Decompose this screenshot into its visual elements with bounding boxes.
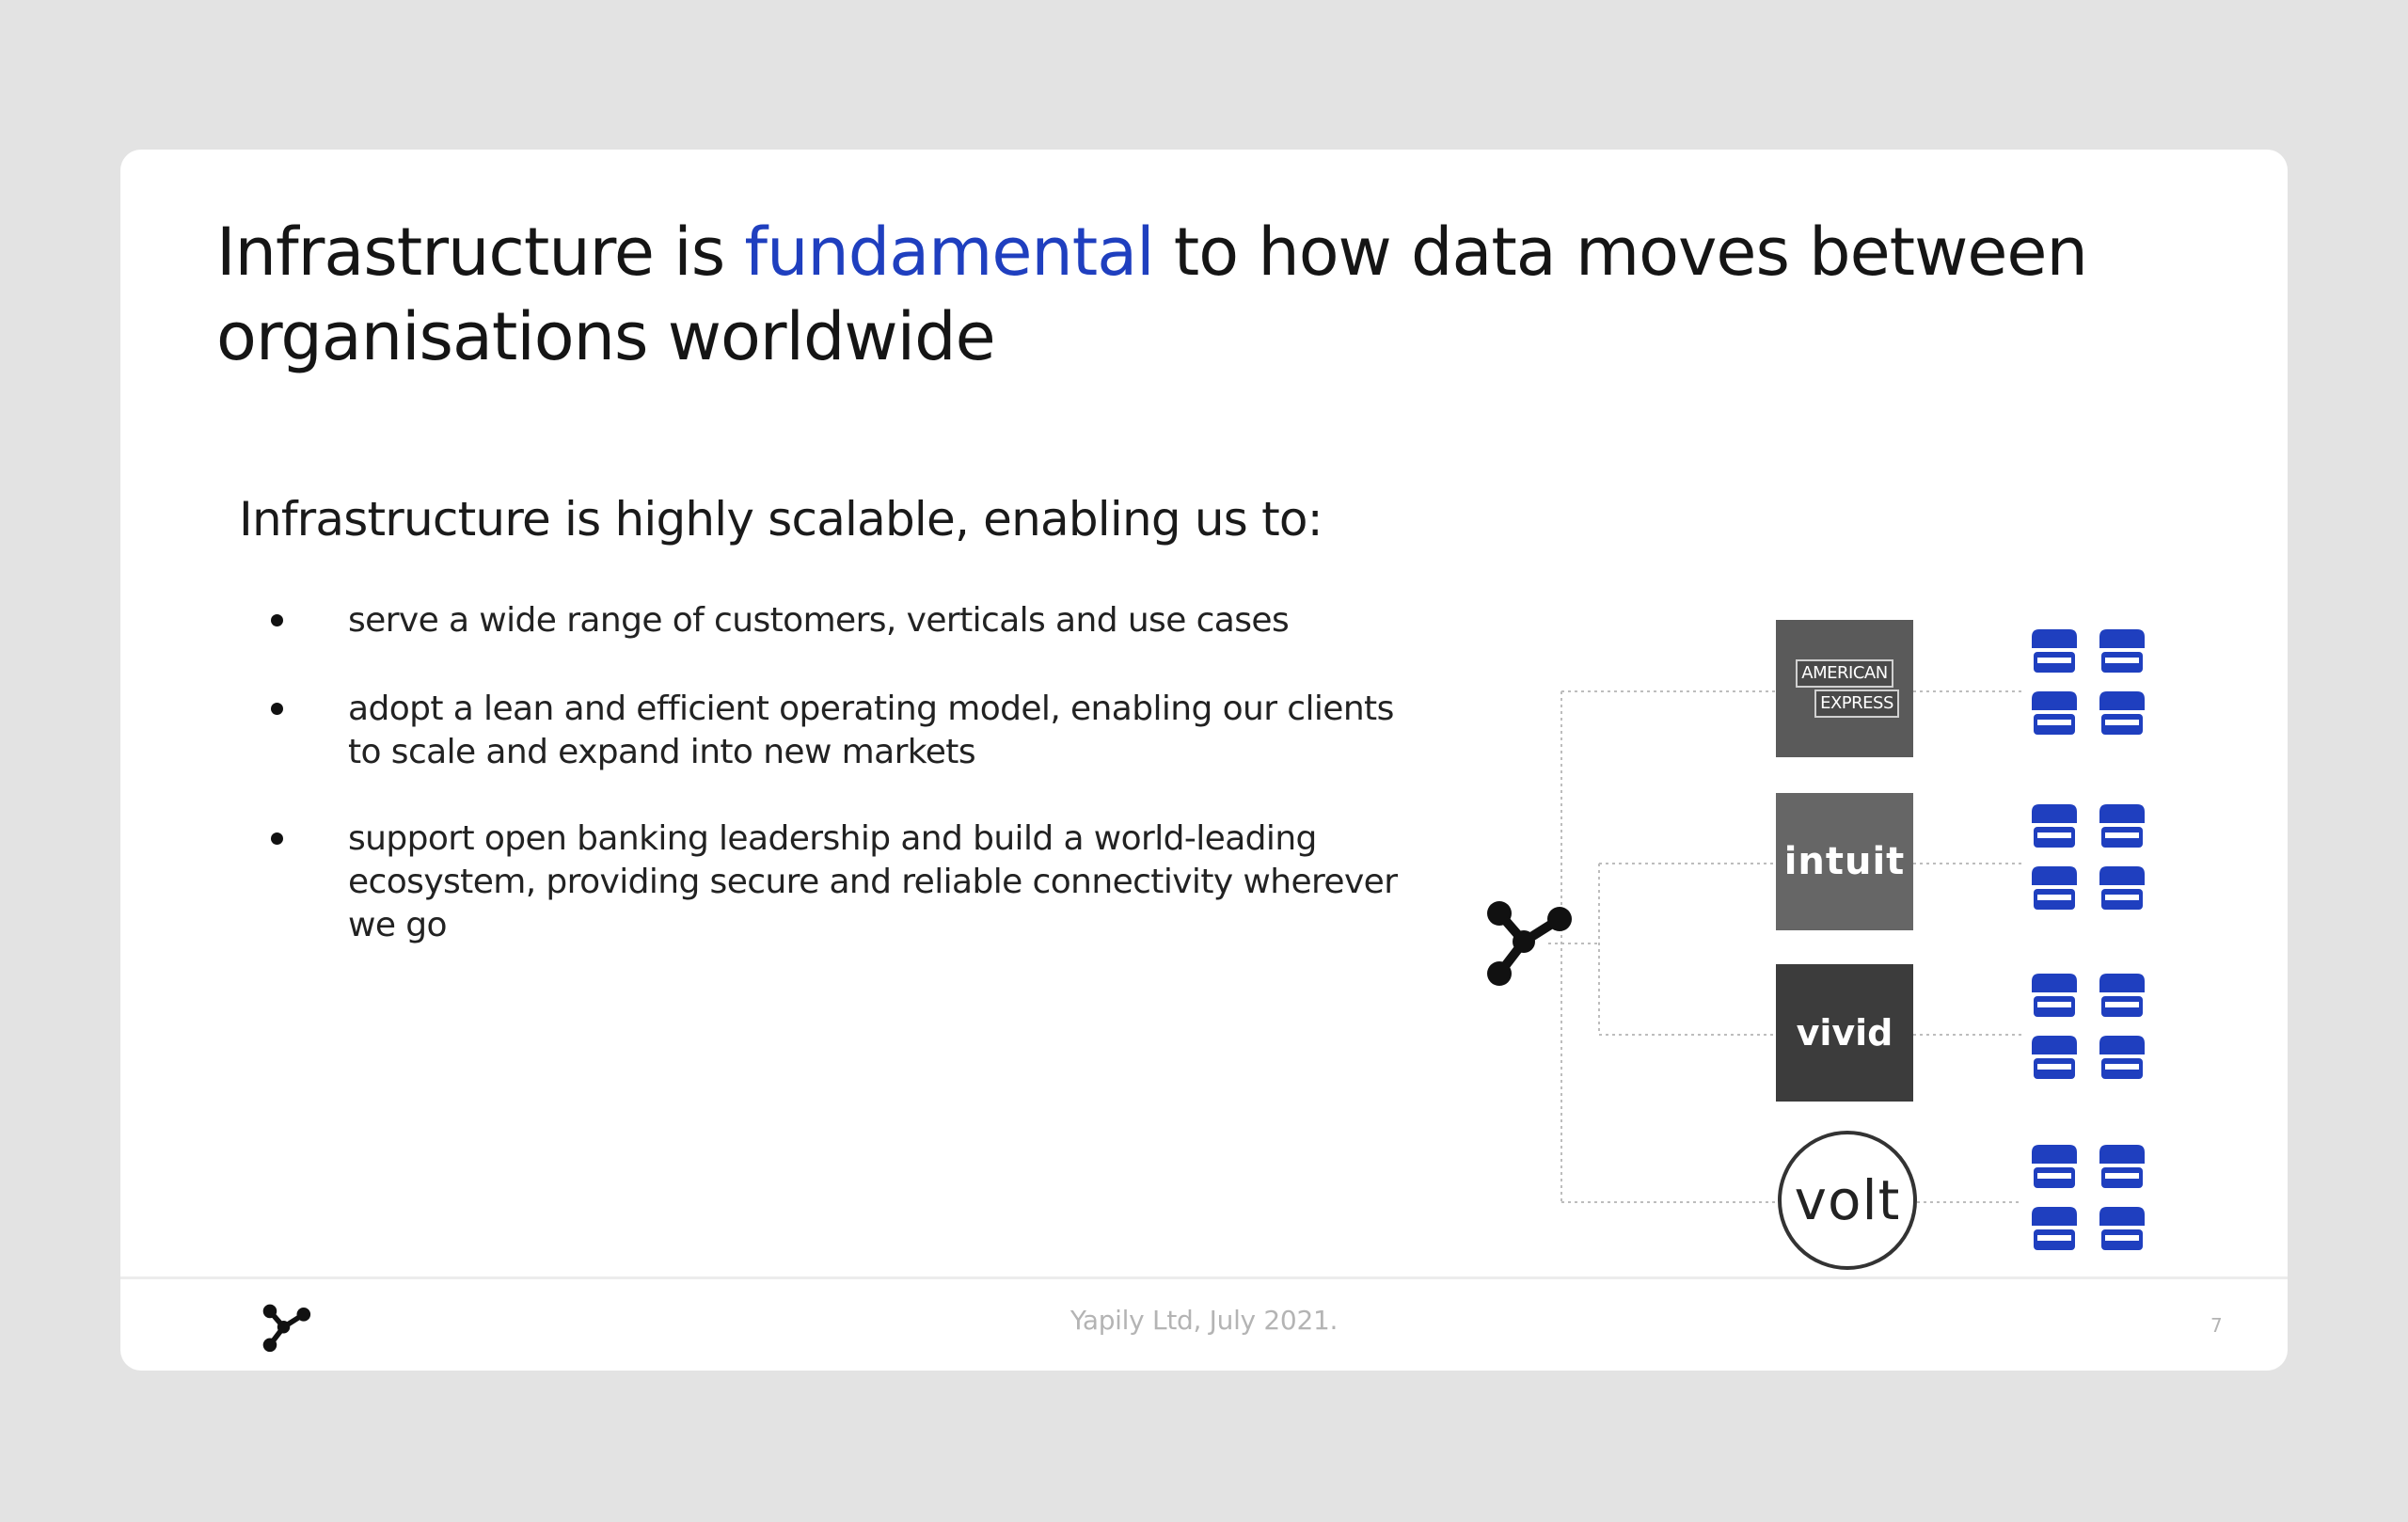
subheading: Infrastructure is highly scalable, enabl… <box>239 492 1323 547</box>
bank-group <box>2028 1145 2148 1256</box>
yapily-logo-icon <box>262 1304 311 1353</box>
slide-title: Infrastructure is fundamental to how dat… <box>216 210 2192 379</box>
page-number: 7 <box>2210 1314 2223 1337</box>
connectivity-diagram: AMERICAN EXPRESS intuit vivid volt <box>1437 460 2190 1288</box>
volt-logo: volt <box>1778 1131 1917 1270</box>
connector-lines <box>1548 690 2022 1203</box>
vivid-label: vivid <box>1796 1012 1893 1054</box>
bank-group <box>2028 974 2148 1085</box>
bank-building-icon <box>2032 1145 2145 1250</box>
title-part-1: Infrastructure is <box>216 214 745 291</box>
yapily-hub-logo-icon <box>1487 901 1572 986</box>
bullet-text: serve a wide range of customers, vertica… <box>348 601 1290 640</box>
bank-building-icon <box>2032 974 2145 1079</box>
footer-divider <box>120 1276 2288 1279</box>
bank-building-icon <box>2032 804 2145 910</box>
bank-group <box>2028 629 2148 740</box>
bullet-item: adopt a lean and efficient operating mod… <box>271 688 1400 774</box>
bullet-dot-icon <box>271 703 283 715</box>
title-accent-word: fundamental <box>744 214 1154 291</box>
bullet-item: support open banking leadership and buil… <box>271 817 1400 947</box>
amex-line-2: EXPRESS <box>1814 690 1899 718</box>
bullet-list: serve a wide range of customers, vertica… <box>271 599 1400 991</box>
intuit-logo: intuit <box>1776 793 1913 930</box>
bank-group <box>2028 804 2148 915</box>
footer-text: Yapily Ltd, July 2021. <box>1069 1305 1339 1336</box>
bullet-dot-icon <box>271 614 283 626</box>
bullet-dot-icon <box>271 832 283 845</box>
bullet-item: serve a wide range of customers, vertica… <box>271 599 1400 642</box>
title-part-2: to how data moves between organisations … <box>216 214 2088 375</box>
amex-line-1: AMERICAN <box>1796 659 1893 688</box>
slide: Infrastructure is fundamental to how dat… <box>120 150 2288 1371</box>
bullet-text: adopt a lean and efficient operating mod… <box>348 690 1394 771</box>
american-express-logo: AMERICAN EXPRESS <box>1776 620 1913 757</box>
bank-building-icon <box>2032 629 2145 735</box>
volt-label: volt <box>1794 1168 1901 1232</box>
bullet-text: support open banking leadership and buil… <box>348 819 1398 944</box>
vivid-logo: vivid <box>1776 964 1913 1102</box>
intuit-label: intuit <box>1783 840 1906 883</box>
